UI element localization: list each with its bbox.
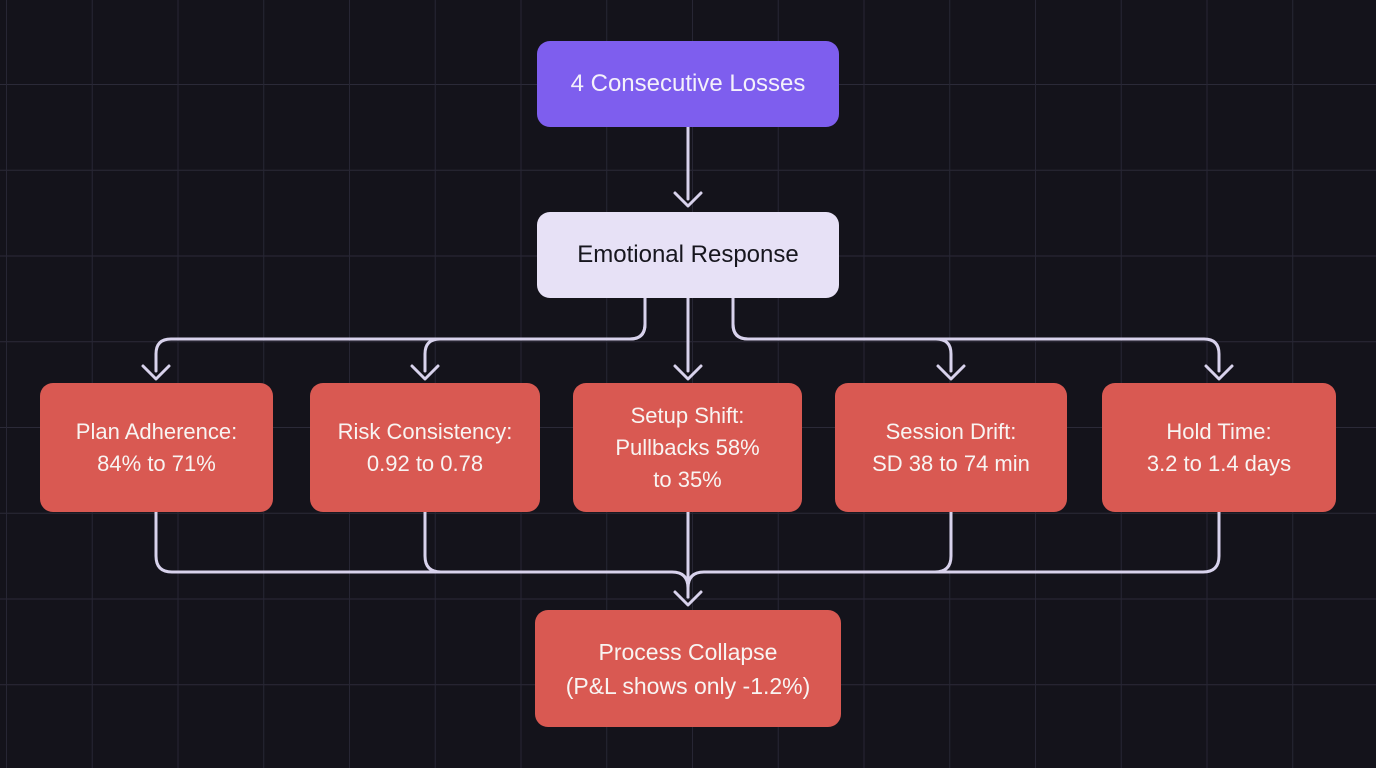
node-session-drift: Session Drift: SD 38 to 74 min (835, 383, 1067, 512)
node-plan-adherence: Plan Adherence: 84% to 71% (40, 383, 273, 512)
node-process-collapse-label: Process Collapse (P&L shows only -1.2%) (565, 638, 811, 699)
node-hold-time: Hold Time: 3.2 to 1.4 days (1102, 383, 1336, 512)
arrowhead-hold-time-icon (1204, 364, 1234, 381)
edge-response-to-plan-adherence (154, 296, 647, 373)
arrowhead-collapse-icon (673, 590, 703, 607)
node-plan-adherence-label: Plan Adherence: 84% to 71% (75, 418, 238, 476)
arrowhead-plan-adherence-icon (141, 364, 171, 381)
edge-plan-adherence-to-collapse (154, 510, 690, 599)
arrowhead-setup-shift-icon (673, 364, 703, 381)
node-emotional-response-label: Emotional Response (577, 241, 799, 268)
node-hold-time-label: Hold Time: 3.2 to 1.4 days (1146, 418, 1292, 476)
node-trigger-label: 4 Consecutive Losses (570, 70, 806, 97)
node-risk-consistency-label: Risk Consistency: 0.92 to 0.78 (337, 418, 513, 476)
edge-risk-consistency-to-collapse (423, 510, 443, 574)
node-setup-shift: Setup Shift: Pullbacks 58% to 35% (573, 383, 802, 512)
edge-response-to-session-drift (731, 296, 953, 373)
edge-response-to-hold-time (731, 296, 1221, 373)
edge-response-to-risk-consistency (423, 296, 647, 373)
node-process-collapse: Process Collapse (P&L shows only -1.2%) (535, 610, 841, 727)
arrowhead-session-drift-icon (936, 364, 966, 381)
node-setup-shift-label: Setup Shift: Pullbacks 58% to 35% (615, 402, 760, 492)
edge-hold-time-to-collapse (686, 510, 1221, 599)
arrowhead-response-icon (673, 191, 703, 208)
arrowhead-risk-consistency-icon (410, 364, 440, 381)
node-trigger: 4 Consecutive Losses (537, 41, 839, 127)
node-session-drift-label: Session Drift: SD 38 to 74 min (872, 418, 1030, 476)
node-risk-consistency: Risk Consistency: 0.92 to 0.78 (310, 383, 540, 512)
edge-session-drift-to-collapse (933, 510, 953, 574)
node-emotional-response: Emotional Response (537, 212, 839, 298)
